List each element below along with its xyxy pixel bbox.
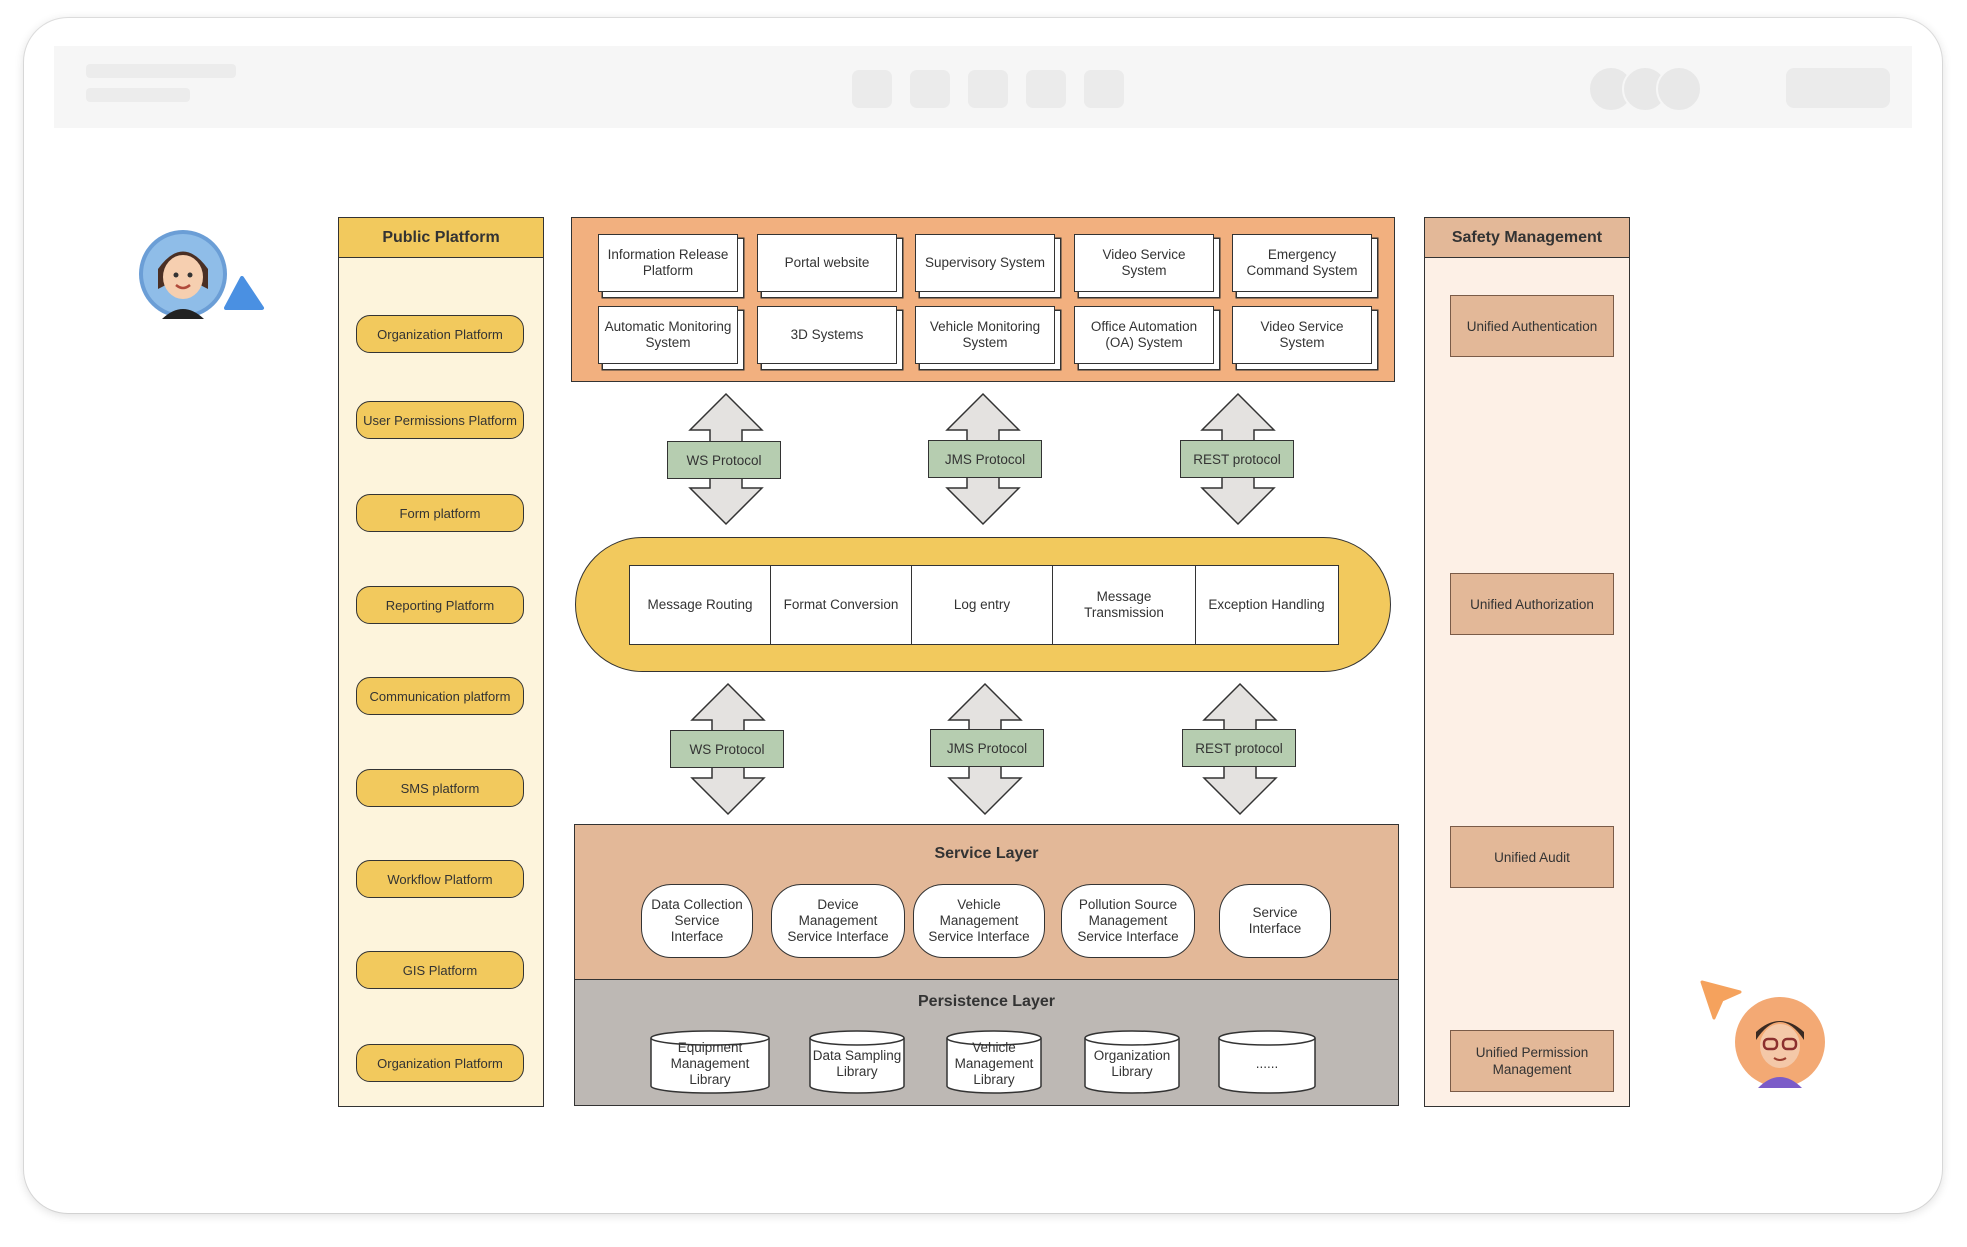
persistence-layer-title: Persistence Layer (918, 993, 1055, 1010)
public-platform-item[interactable]: SMS platform (356, 769, 524, 807)
application-system-box[interactable]: Emergency Command System (1232, 234, 1372, 292)
application-system-box[interactable]: Vehicle Monitoring System (915, 306, 1055, 364)
public-platform-title: Public Platform (338, 217, 544, 258)
application-system-box[interactable]: Office Automation (OA) System (1074, 306, 1214, 364)
database-icon[interactable]: Organization Library (1084, 1030, 1180, 1094)
public-platform-item[interactable]: Form platform (356, 494, 524, 532)
protocol-label[interactable]: WS Protocol (667, 441, 781, 479)
cursor-arrow-icon (1700, 978, 1744, 1020)
cursor-arrow-icon (222, 276, 266, 312)
protocol-label[interactable]: WS Protocol (670, 730, 784, 768)
bus-function[interactable]: Message Transmission (1053, 566, 1196, 644)
service-interface[interactable]: Pollution Source Management Service Inte… (1061, 884, 1195, 958)
service-bus-functions: Message Routing Format Conversion Log en… (629, 565, 1339, 645)
public-platform-item[interactable]: GIS Platform (356, 951, 524, 989)
application-system-box[interactable]: Information Release Platform (598, 234, 738, 292)
protocol-label[interactable]: REST protocol (1182, 729, 1296, 767)
public-platform-item[interactable]: Workflow Platform (356, 860, 524, 898)
application-system-box[interactable]: Automatic Monitoring System (598, 306, 738, 364)
user-avatar-icon[interactable] (1734, 996, 1826, 1088)
title-placeholder (86, 64, 236, 78)
safety-item[interactable]: Unified Permission Management (1450, 1030, 1614, 1092)
application-system-box[interactable]: Video Service System (1232, 306, 1372, 364)
safety-item[interactable]: Unified Authorization (1450, 573, 1614, 635)
public-platform-item[interactable]: User Permissions Platform (356, 401, 524, 439)
public-platform-item[interactable]: Reporting Platform (356, 586, 524, 624)
user-avatar-icon[interactable] (138, 229, 228, 319)
database-icon[interactable]: Data Sampling Library (809, 1030, 905, 1094)
database-label: Equipment Management Library (670, 1040, 750, 1087)
service-interface[interactable]: Service Interface (1219, 884, 1331, 958)
toolbar-button[interactable] (852, 70, 892, 108)
application-system-box[interactable]: Video Service System (1074, 234, 1214, 292)
database-label: Organization Library (1093, 1048, 1171, 1079)
service-interface[interactable]: Vehicle Management Service Interface (913, 884, 1045, 958)
safety-management-panel (1424, 217, 1630, 1107)
safety-management-title: Safety Management (1424, 217, 1630, 258)
collaborator-avatar[interactable] (1656, 66, 1702, 112)
toolbar-button[interactable] (968, 70, 1008, 108)
application-system-box[interactable]: Supervisory System (915, 234, 1055, 292)
bus-function[interactable]: Message Routing (630, 566, 771, 644)
bus-function[interactable]: Exception Handling (1208, 597, 1325, 612)
protocol-label[interactable]: REST protocol (1180, 440, 1294, 478)
public-platform-item[interactable]: Organization Platform (356, 1044, 524, 1082)
database-icon[interactable]: ...... (1218, 1030, 1316, 1094)
service-interface[interactable]: Device Management Service Interface (771, 884, 905, 958)
subtitle-placeholder (86, 88, 190, 102)
service-layer-title: Service Layer (934, 845, 1039, 862)
database-label: Vehicle Management Library (954, 1040, 1034, 1087)
bus-function[interactable]: Format Conversion (771, 566, 912, 644)
toolbar-button[interactable] (910, 70, 950, 108)
public-platform-item[interactable]: Organization Platform (356, 315, 524, 353)
database-label: Data Sampling Library (812, 1048, 902, 1079)
protocol-label[interactable]: JMS Protocol (928, 440, 1042, 478)
toolbar-button[interactable] (1084, 70, 1124, 108)
application-system-box[interactable]: Portal website (757, 234, 897, 292)
protocol-label[interactable]: JMS Protocol (930, 729, 1044, 767)
share-button[interactable] (1786, 68, 1890, 108)
safety-item[interactable]: Unified Authentication (1450, 295, 1614, 357)
toolbar-button[interactable] (1026, 70, 1066, 108)
application-system-box[interactable]: 3D Systems (757, 306, 897, 364)
bus-function[interactable]: Log entry (912, 566, 1053, 644)
safety-item[interactable]: Unified Audit (1450, 826, 1614, 888)
public-platform-item[interactable]: Communication platform (356, 677, 524, 715)
database-icon[interactable]: Equipment Management Library (650, 1030, 770, 1094)
database-label: ...... (1255, 1056, 1279, 1071)
database-icon[interactable]: Vehicle Management Library (946, 1030, 1042, 1094)
service-interface[interactable]: Data Collection Service Interface (641, 884, 753, 958)
